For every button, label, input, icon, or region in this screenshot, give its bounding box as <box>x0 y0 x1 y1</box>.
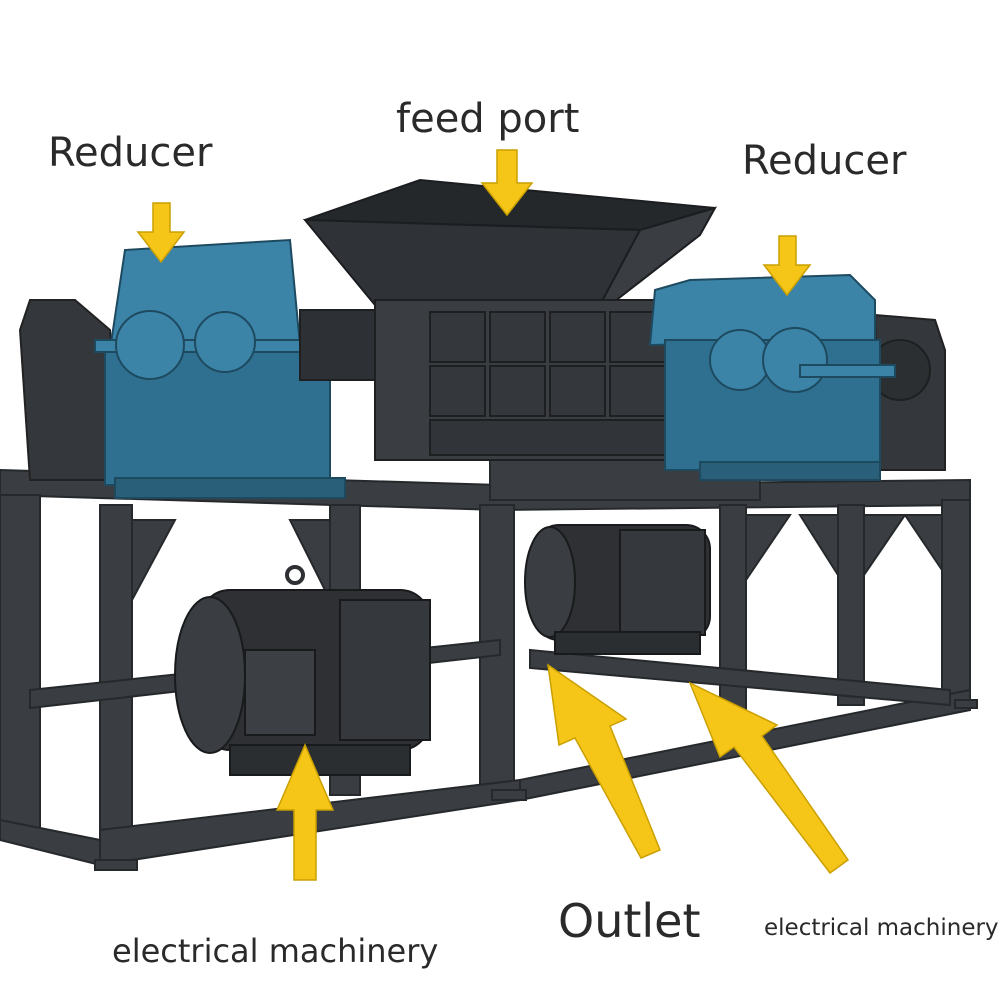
arrow-electrical-right <box>688 681 850 875</box>
cutting-box-lower <box>429 419 671 456</box>
frame-foot-1 <box>94 859 138 871</box>
frame-front-post-6 <box>941 499 971 701</box>
label-reducer-right: Reducer <box>742 138 907 184</box>
right-motor <box>524 524 711 655</box>
right-reducer-top <box>648 273 876 347</box>
frame-brace-4 <box>798 514 839 579</box>
label-electrical-machinery-right: electrical machinery <box>764 915 999 941</box>
frame-brace-5 <box>863 514 907 579</box>
frame-brace-6 <box>903 514 943 574</box>
hopper-inner <box>302 218 642 306</box>
left-reducer <box>94 238 346 499</box>
arrow-electrical-left <box>275 743 335 881</box>
cutting-panel-8 <box>609 365 666 417</box>
frame-left-front-post <box>0 494 41 836</box>
left-reducer-gear-1 <box>115 310 185 380</box>
arrow-reducer-right <box>762 235 812 297</box>
right-motor-mount <box>554 631 701 655</box>
right-reducer <box>648 273 896 481</box>
label-outlet: Outlet <box>558 894 701 948</box>
frame-bottom-rail-mid <box>529 648 951 707</box>
cutting-panel-7 <box>549 365 606 417</box>
frame-brace-2 <box>288 519 331 601</box>
frame-foot-2 <box>491 789 527 801</box>
left-motor <box>174 565 431 776</box>
cutting-panel-5 <box>429 365 486 417</box>
frame-bottom-rail-left <box>0 818 101 867</box>
cutting-panel-3 <box>549 311 606 363</box>
right-reducer-gear-2 <box>762 327 828 393</box>
frame-foot-3 <box>954 699 978 709</box>
frame-brace-3 <box>745 514 792 584</box>
label-reducer-left: Reducer <box>48 130 213 176</box>
cutting-panel-2 <box>489 311 546 363</box>
arrow-reducer-left <box>136 202 186 264</box>
base-frame <box>0 459 978 871</box>
arrow-outlet <box>547 663 661 859</box>
hopper-right-wall <box>598 206 718 306</box>
left-motor-eyebolt <box>285 565 305 585</box>
right-reducer-flange <box>799 364 896 378</box>
right-reducer-base <box>699 461 881 481</box>
label-feed-port: feed port <box>396 96 580 142</box>
right-motor-fins <box>619 529 706 636</box>
cutting-panel-1 <box>429 311 486 363</box>
left-coupling <box>299 309 381 381</box>
cutting-panel-6 <box>489 365 546 417</box>
cutting-box <box>374 299 671 461</box>
left-reducer-gear-2 <box>194 311 256 373</box>
annotation-arrows <box>136 149 850 881</box>
frame-front-post-5 <box>837 504 865 706</box>
left-motor-terminal-box <box>244 649 316 736</box>
right-motor-end-cap <box>524 526 576 638</box>
right-reducer-gear-1 <box>709 329 771 391</box>
frame-brace-1 <box>131 519 177 601</box>
left-motor-fins <box>339 599 431 741</box>
left-reducer-base <box>114 477 346 499</box>
left-motor-mount <box>229 744 411 776</box>
left-motor-end-cap <box>174 596 246 754</box>
arrow-feed-port <box>480 149 534 217</box>
label-electrical-machinery-left: electrical machinery <box>112 932 439 970</box>
